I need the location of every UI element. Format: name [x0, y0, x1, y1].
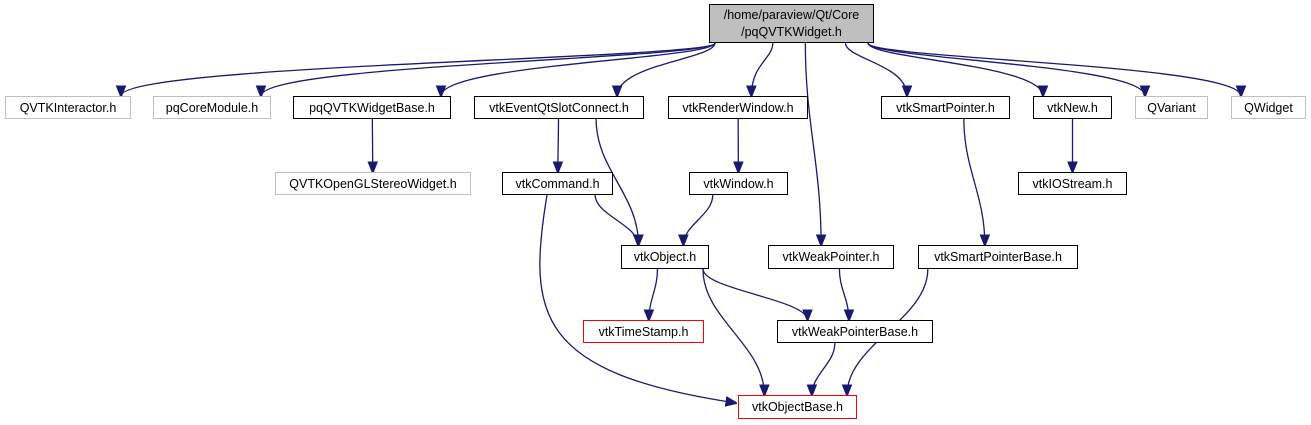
node-vtkweakpointer[interactable]: vtkWeakPointer.h — [768, 245, 894, 269]
node-vtksmartpointer[interactable]: vtkSmartPointer.h — [881, 96, 1010, 119]
edge-vtkeventqtslotconnect-to-vtkobject — [595, 118, 638, 245]
node-vtknew[interactable]: vtkNew.h — [1033, 96, 1112, 119]
edge-root-to-vtksmartpointer — [844, 42, 907, 96]
node-vtkobjectbase[interactable]: vtkObjectBase.h — [738, 395, 857, 419]
edge-vtkcommand-to-vtkobjectbase — [539, 194, 736, 403]
root-node-path-line: /home/paraview/Qt/Core — [723, 7, 860, 22]
node-vtktimestamp[interactable]: vtkTimeStamp.h — [583, 320, 704, 343]
root-node-pqqvtkwidget: /home/paraview/Qt/Core /pqQVTKWidget.h — [709, 4, 874, 43]
edge-vtkobject-to-vtkweakpointerbase — [702, 268, 808, 320]
edge-root-to-vtkeventqtslotconnect — [617, 42, 716, 96]
root-node-file-line: /pqQVTKWidget.h — [741, 24, 842, 39]
edge-vtkwindow-to-vtkobject — [683, 194, 714, 245]
edge-root-to-pqqvtkwidgetbase — [441, 42, 716, 96]
edge-root-to-vtkweakpointer — [804, 42, 821, 245]
node-qvtkopenglstereowidget[interactable]: QVTKOpenGLStereoWidget.h — [275, 172, 471, 195]
node-vtkrenderwindow[interactable]: vtkRenderWindow.h — [668, 96, 808, 119]
node-qwidget[interactable]: QWidget — [1231, 96, 1306, 119]
node-vtksmartpointerbase[interactable]: vtkSmartPointerBase.h — [918, 245, 1078, 269]
edge-root-to-qvtkinteractor — [121, 42, 716, 96]
node-pqqvtkwidgetbase[interactable]: pqQVTKWidgetBase.h — [293, 96, 451, 119]
node-vtkobject[interactable]: vtkObject.h — [621, 245, 709, 269]
node-qvtkinteractor[interactable]: QVTKInteractor.h — [5, 96, 131, 119]
node-vtkeventqtslotconnect[interactable]: vtkEventQtSlotConnect.h — [474, 96, 644, 119]
edge-root-to-vtkrenderwindow — [751, 42, 774, 96]
edge-root-to-pqcoremodule — [261, 42, 716, 96]
node-pqcoremodule[interactable]: pqCoreModule.h — [153, 96, 271, 119]
edge-vtkweakpointer-to-vtkweakpointerbase — [838, 268, 849, 320]
node-vtkcommand[interactable]: vtkCommand.h — [502, 172, 613, 195]
node-vtkwindow[interactable]: vtkWindow.h — [689, 172, 788, 195]
edge-vtkcommand-to-vtkobject — [594, 194, 638, 245]
edge-vtkobject-to-vtkobjectbase — [702, 268, 764, 395]
node-qvariant[interactable]: QVariant — [1135, 96, 1208, 119]
node-vtkweakpointerbase[interactable]: vtkWeakPointerBase.h — [777, 320, 933, 343]
edge-vtksmartpointer-to-vtksmartpointerbase — [963, 118, 985, 245]
edge-root-to-qwidget — [867, 42, 1241, 96]
edge-root-to-qvariant — [867, 42, 1145, 96]
edge-vtkeventqtslotconnect-to-vtkcommand — [558, 118, 559, 172]
edge-vtkweakpointerbase-to-vtkobjectbase — [812, 342, 836, 395]
edge-vtkobject-to-vtktimestamp — [649, 268, 659, 320]
node-vtkiostream[interactable]: vtkIOStream.h — [1018, 172, 1127, 195]
edge-root-to-vtknew — [867, 42, 1043, 96]
